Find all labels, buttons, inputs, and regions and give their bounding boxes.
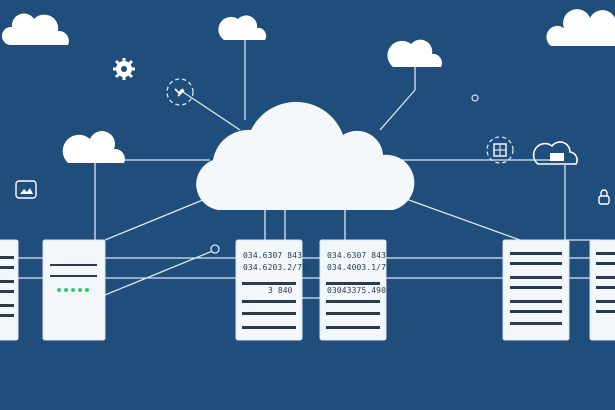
- server-4-extra: 03043375.490: [327, 286, 386, 295]
- server-4-line-2: 034.4003.1/7V: [327, 263, 391, 272]
- status-leds: [57, 288, 89, 292]
- server-rack-2: [42, 239, 106, 341]
- server-3-line-2: 034.6203.2/7V: [243, 263, 307, 272]
- server-rack-6: [589, 239, 615, 341]
- server-3-extra: 3 840: [268, 286, 293, 295]
- decorative-clouds: [1, 9, 615, 163]
- grid-icon: [486, 136, 514, 164]
- server-rack-5: [502, 239, 570, 341]
- network-icon: [166, 78, 194, 106]
- server-rack-4: [319, 239, 387, 341]
- connector-node: [210, 244, 220, 254]
- lock-icon: [598, 189, 610, 205]
- server-4-line-1: 034.6307 843: [327, 251, 386, 260]
- photo-icon: [15, 180, 37, 199]
- gear-icon: [113, 58, 135, 80]
- cloud-upload-icon: [532, 141, 578, 165]
- server-rack-3: [235, 239, 303, 341]
- server-rack-1: [0, 239, 19, 341]
- dot-icon: [471, 94, 479, 102]
- server-3-line-1: 034.6307 843: [243, 251, 302, 260]
- central-cloud: [196, 101, 415, 210]
